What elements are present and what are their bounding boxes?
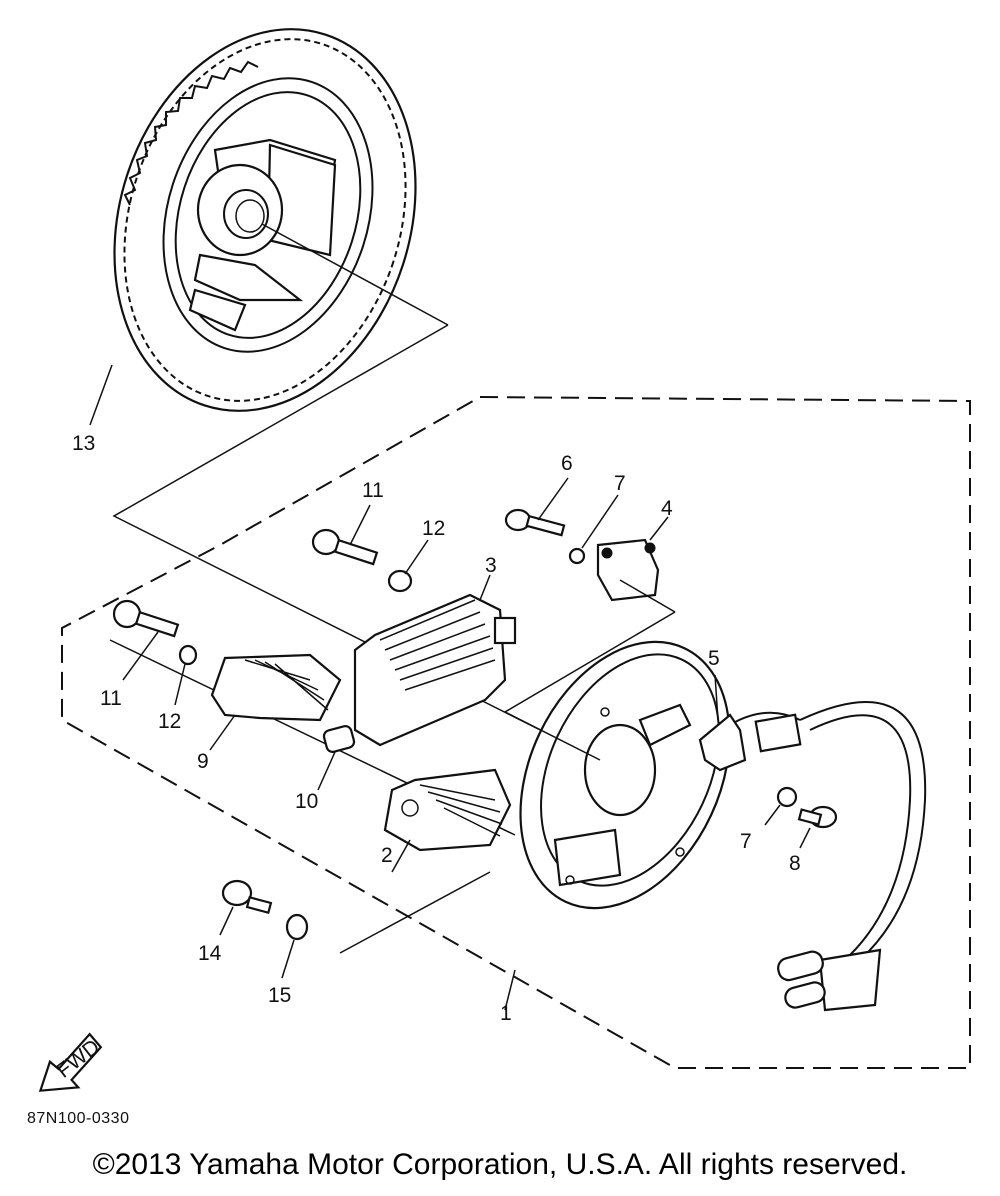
flywheel-rotor xyxy=(113,28,449,412)
callout-12-lower: 12 xyxy=(158,710,181,733)
screw-14 xyxy=(221,879,273,915)
callout-4: 4 xyxy=(661,497,673,520)
bolt-11-lower xyxy=(112,599,180,638)
wire-harness xyxy=(714,701,927,1012)
forward-direction-arrow: FWD xyxy=(38,1032,104,1092)
charge-coil xyxy=(353,574,517,747)
washer-7-lower xyxy=(776,786,798,808)
callout-7-top: 7 xyxy=(614,472,626,495)
callout-2: 2 xyxy=(381,844,393,867)
wire-clamp xyxy=(698,713,747,772)
callout-10: 10 xyxy=(295,790,318,813)
pickup-coil xyxy=(503,538,676,761)
washer-12-lower xyxy=(178,644,198,666)
lighting-coil xyxy=(383,768,512,873)
callout-15: 15 xyxy=(268,984,291,1007)
callout-8: 8 xyxy=(789,852,801,875)
bolt-6 xyxy=(504,508,566,537)
callout-11-upper: 11 xyxy=(362,479,384,502)
screw-8 xyxy=(797,805,838,829)
source-coil-9 xyxy=(209,653,342,751)
washer-12-upper xyxy=(387,569,413,593)
callout-3: 3 xyxy=(485,554,497,577)
callout-13: 13 xyxy=(72,432,95,455)
collar-10 xyxy=(317,724,356,791)
bolt-11-upper xyxy=(311,528,379,566)
diagram-part-code: 87N100-0330 xyxy=(27,1110,130,1127)
exploded-parts-diagram: FWD 1 2 3 4 5 6 7 7 8 9 10 11 11 12 12 1… xyxy=(38,28,971,1092)
stator-base-plate xyxy=(519,640,731,910)
callout-12-upper: 12 xyxy=(422,517,445,540)
callout-11-lower: 11 xyxy=(100,687,122,710)
washer-7-top xyxy=(568,547,586,565)
copyright-notice: ©2013 Yamaha Motor Corporation, U.S.A. A… xyxy=(92,1148,908,1181)
washer-15 xyxy=(285,913,309,941)
callout-9: 9 xyxy=(197,750,209,773)
assembly-boundary xyxy=(61,396,971,1069)
callout-14: 14 xyxy=(198,942,222,965)
callout-5: 5 xyxy=(708,647,720,670)
callout-6: 6 xyxy=(561,452,573,475)
callout-7-bottom: 7 xyxy=(740,830,752,853)
callout-1: 1 xyxy=(500,1002,512,1025)
